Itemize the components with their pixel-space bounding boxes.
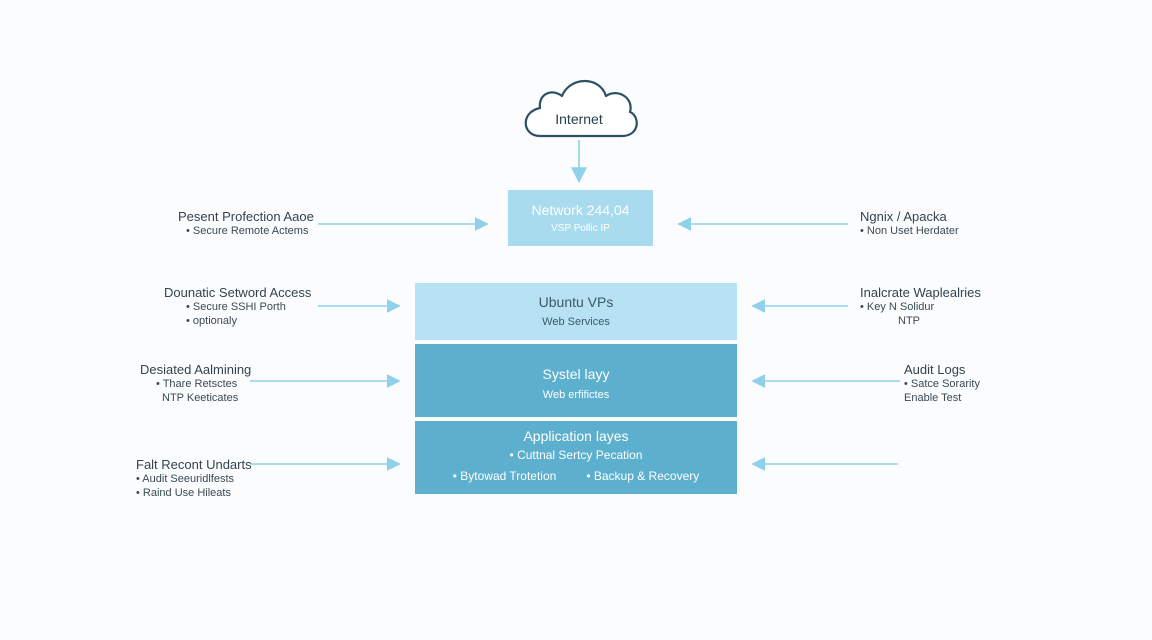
system-layer-box: Systel layy Web erfifictes	[415, 344, 737, 417]
network-subtitle: VSP Pollic IP	[551, 223, 610, 234]
application-layer-title: Application layes	[523, 428, 629, 444]
left-note-1: Pesent Profection Aaoe • Secure Remote A…	[178, 209, 314, 238]
left-note-4-heading: Falt Recont Undarts	[136, 457, 252, 472]
vps-subtitle: Web Services	[542, 316, 610, 328]
left-note-2-heading: Dounatic Setword Access	[164, 285, 312, 300]
right-note-3-line-1: • Satce Sorarity	[904, 378, 980, 390]
left-note-2: Dounatic Setword Access • Secure SSHI Po…	[164, 285, 311, 328]
right-note-1-line-1: • Non Uset Herdater	[860, 225, 959, 237]
left-note-3-line-1: • Thare Retsctes	[156, 378, 238, 390]
application-bullet-2: • Bytowad Trotetion	[452, 469, 557, 483]
right-note-2-line-1: • Key N Solidur	[860, 301, 935, 313]
vps-box: Ubuntu VPs Web Services	[415, 283, 737, 340]
network-title: Network 244,04	[531, 202, 630, 218]
vps-title: Ubuntu VPs	[538, 294, 614, 310]
system-layer-title: Systel layy	[542, 366, 610, 382]
right-note-2-heading: Inalcrate Waplealries	[860, 285, 981, 300]
right-note-1-heading: Ngnix / Apacka	[860, 209, 947, 224]
application-bullet-3: • Backup & Recovery	[586, 469, 700, 483]
left-note-3-line-2: NTP Keeticates	[162, 392, 239, 404]
left-note-1-line-1: • Secure Remote Actems	[186, 225, 309, 237]
right-note-1: Ngnix / Apacka • Non Uset Herdater	[860, 209, 959, 238]
left-note-4-line-2: • Raind Use Hileats	[136, 487, 231, 499]
system-layer-subtitle: Web erfifictes	[542, 389, 610, 401]
cloud-icon	[524, 80, 638, 138]
left-note-2-line-2: • optionaly	[186, 315, 237, 327]
left-note-3-heading: Desiated Aalmining	[140, 362, 252, 377]
application-layer-box: Application layes • Cuttnal Sertcy Pecat…	[415, 421, 737, 494]
left-note-4-line-1: • Audit Seeuridlfests	[136, 473, 235, 485]
right-note-3: Audit Logs • Satce Sorarity Enable Test	[904, 362, 980, 405]
right-note-3-line-2: Enable Test	[904, 392, 962, 404]
right-note-2-line-2: NTP	[898, 315, 920, 327]
left-note-1-heading: Pesent Profection Aaoe	[178, 209, 314, 224]
network-box: Network 244,04 VSP Pollic IP	[508, 190, 653, 246]
right-note-2: Inalcrate Waplealries • Key N Solidur NT…	[860, 285, 981, 328]
left-note-4: Falt Recont Undarts • Audit Seeuridlfest…	[136, 457, 252, 500]
left-note-2-line-1: • Secure SSHI Porth	[186, 301, 286, 313]
right-note-3-heading: Audit Logs	[904, 362, 966, 377]
internet-label: Internet	[555, 111, 603, 127]
application-bullet-1: • Cuttnal Sertcy Pecation	[509, 448, 643, 462]
left-note-3: Desiated Aalmining • Thare Retsctes NTP …	[140, 362, 251, 405]
